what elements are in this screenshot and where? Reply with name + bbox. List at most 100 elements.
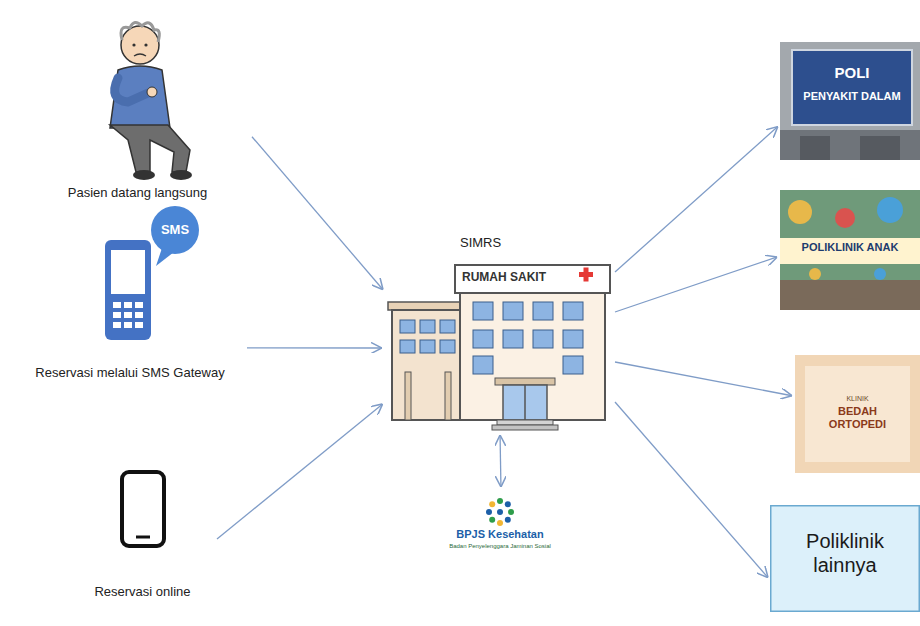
patient-figure (147, 87, 157, 97)
hospital-building (420, 340, 435, 353)
clinic-photo (780, 190, 920, 310)
system-name: SIMRS (460, 235, 520, 251)
sign-text: KLINIK (815, 395, 900, 403)
clinic-sign (795, 355, 920, 473)
clinic-sign (805, 366, 910, 462)
sign-text: PENYAKIT DALAM (792, 90, 912, 103)
caption: Pasien datang langsung (25, 185, 250, 201)
clinic-photo (780, 42, 920, 160)
hospital-building (440, 320, 455, 333)
clinic-photo (792, 50, 912, 125)
smartphone-icon (122, 472, 164, 546)
patient-figure (110, 22, 192, 180)
hospital-building (524, 385, 526, 420)
connector-arrow (615, 402, 768, 578)
connector-arrow (615, 257, 777, 312)
patient-figure (121, 22, 159, 42)
clinic-photo (809, 268, 821, 280)
patient-figure (144, 43, 147, 46)
hospital-building (440, 340, 455, 353)
patient-figure (110, 66, 170, 128)
caption: Reservasi online (70, 584, 215, 600)
connector-arrow (217, 404, 383, 539)
clinic-box (771, 506, 920, 612)
hospital-building (495, 378, 555, 385)
patient-figure (115, 78, 148, 102)
sms-phone-icon (124, 302, 132, 308)
clinic-node: POLIPENYAKIT DALAM (780, 42, 920, 160)
sms-phone-icon (113, 322, 121, 328)
hospital-building (388, 302, 471, 310)
clinic-photo (877, 197, 903, 223)
connector-arrow (247, 347, 382, 348)
hospital-building (392, 310, 467, 420)
hospital-building (563, 356, 583, 374)
bpjs-logo (505, 501, 511, 507)
clinic-photo (780, 130, 920, 160)
bpjs-logo (505, 517, 511, 523)
bpjs-logo (508, 509, 514, 515)
sms-phone-icon (113, 312, 121, 318)
hospital-node: SIMRS RUMAH SAKIT (385, 232, 615, 432)
hospital-building (400, 320, 415, 333)
sign-text: BEDAH ORTOPEDI (815, 405, 900, 431)
caption: Reservasi melalui SMS Gateway (15, 365, 245, 381)
patient-figure (134, 54, 146, 56)
connector-arrow (615, 127, 778, 272)
patient-figure (110, 125, 190, 172)
hospital-building (563, 302, 583, 320)
online-reservation-node: Reservasi online (70, 462, 217, 602)
clinic-photo (800, 136, 830, 160)
hospital-building (497, 420, 553, 425)
hospital-building (533, 330, 553, 348)
sms-phone-icon (124, 312, 132, 318)
clinic-node: POLIKLINIK ANAK (780, 190, 920, 310)
sms-phone-icon (135, 322, 143, 328)
sms-phone-icon (113, 302, 121, 308)
clinic-photo (835, 208, 855, 228)
clinic-photo (874, 268, 886, 280)
sms-phone-icon (151, 206, 199, 254)
bpjs-logo (489, 517, 495, 523)
connector-arrow (615, 362, 792, 396)
hospital-building (473, 356, 493, 374)
logo-subtitle: Badan Penyelenggara Jaminan Sosial (445, 543, 555, 550)
logo-text: BPJS Kesehatan (445, 528, 555, 541)
hospital-building (533, 302, 553, 320)
bpjs-logo (497, 509, 503, 515)
clinic-photo (780, 238, 920, 264)
hospital-building (400, 340, 415, 353)
clinic-node: Poliklinik lainnya (770, 505, 920, 612)
clinic-photo (780, 190, 920, 310)
sms-phone-icon (135, 312, 143, 318)
hospital-building (492, 425, 558, 430)
smartphone-icon (122, 472, 164, 546)
bpjs-node: BPJS KesehatanBadan Penyelenggara Jamina… (445, 490, 557, 572)
hospital-building (388, 265, 610, 430)
sign-text: RUMAH SAKIT (462, 270, 562, 284)
connector-arrow (499, 435, 501, 487)
hospital-building (420, 320, 435, 333)
patient-node: Pasien datang langsung (25, 10, 252, 205)
hospital-building (503, 385, 547, 420)
hospital-building (405, 372, 411, 420)
clinic-photo (780, 42, 920, 160)
patient-figure (133, 170, 155, 180)
clinic-node: KLINIK BEDAH ORTOPEDI (795, 355, 920, 473)
sms-phone-icon (111, 250, 145, 294)
sign-text: POLIKLINIK ANAK (784, 241, 916, 254)
hospital-building (455, 265, 610, 293)
hospital-building (473, 302, 493, 320)
hospital-building (503, 330, 523, 348)
bpjs-logo (497, 498, 503, 504)
sms-reservation-node: SMSReservasi melalui SMS Gateway (15, 200, 247, 388)
bpjs-logo (489, 501, 495, 507)
bpjs-logo (486, 498, 514, 526)
sms-phone-icon (105, 206, 199, 340)
bpjs-logo (497, 520, 503, 526)
sms-phone-icon (135, 302, 143, 308)
patient-figure (170, 170, 192, 180)
clinic-photo (788, 200, 812, 224)
bpjs-logo (486, 509, 492, 515)
